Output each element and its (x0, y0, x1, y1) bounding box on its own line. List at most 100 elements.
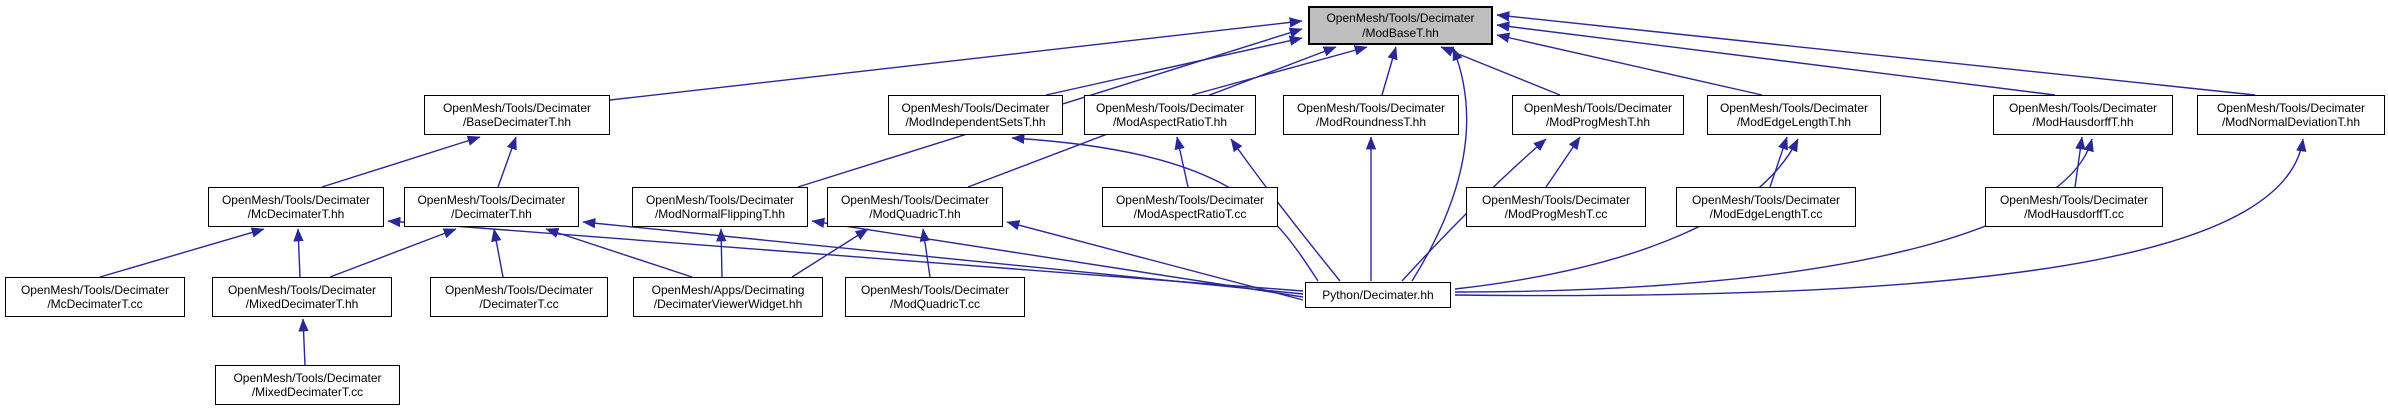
graph-node-label: OpenMesh/Tools/Decimater (1326, 11, 1475, 25)
graph-node-label: /ModHausdorffT.hh (2032, 115, 2134, 129)
graph-node-label: OpenMesh/Apps/Decimating (651, 282, 805, 297)
graph-node-mod-aspect-ratio-t-cc[interactable]: OpenMesh/Tools/Decimater/ModAspectRatioT… (1102, 187, 1278, 227)
edge-mixed-decimater-t-hh-to-decimater-t-hh (329, 228, 457, 278)
edge-mod-normal-deviation-t-hh-to-mod-base-t-hh (1496, 11, 2256, 96)
graph-node-label: OpenMesh/Tools/Decimater (901, 100, 1050, 115)
graph-node-label: /MixedDecimaterT.cc (251, 385, 364, 399)
graph-node-label: OpenMesh/Tools/Decimater (1523, 100, 1673, 115)
graph-node-label: /ModHausdorffT.cc (2024, 207, 2124, 221)
graph-node-label: OpenMesh/Tools/Decimater (417, 192, 566, 207)
edge-python-decimater-hh-to-decimater-t-hh (582, 218, 1304, 295)
graph-node-mod-quadric-t-hh[interactable]: OpenMesh/Tools/Decimater/ModQuadricT.hh (827, 187, 1003, 227)
graph-node-label: /McDecimaterT.cc (47, 297, 143, 311)
graph-node-label: /DecimaterT.hh (451, 207, 532, 221)
graph-node-label: /ModAspectRatioT.hh (1112, 115, 1228, 129)
edge-python-decimater-hh-to-mod-hausdorff-t-hh (1454, 138, 2094, 293)
graph-node-label: OpenMesh/Tools/Decimater (444, 282, 594, 297)
edge-mod-quadric-t-cc-to-mod-quadric-t-hh (919, 228, 931, 278)
edge-mixed-decimater-t-cc-to-mixed-decimater-t-hh (298, 318, 309, 366)
graph-node-mod-prog-mesh-t-hh[interactable]: OpenMesh/Tools/Decimater/ModProgMeshT.hh (1512, 95, 1684, 135)
graph-node-label: /ModNormalFlippingT.hh (654, 207, 786, 221)
graph-node-label: /ModBaseT.hh (1362, 25, 1439, 40)
edge-decimater-viewer-widget-hh-to-decimater-t-hh (545, 227, 693, 278)
graph-node-label: OpenMesh/Tools/Decimater (1095, 100, 1245, 115)
graph-node-label: OpenMesh/Tools/Decimater (1115, 192, 1265, 207)
edge-mc-decimater-t-cc-to-mc-decimater-t-hh (99, 227, 265, 278)
graph-node-mc-decimater-t-hh[interactable]: OpenMesh/Tools/Decimater/McDecimaterT.hh (208, 187, 384, 227)
graph-node-label: OpenMesh/Tools/Decimater (1296, 100, 1446, 115)
graph-node-decimater-t-hh[interactable]: OpenMesh/Tools/Decimater/DecimaterT.hh (404, 187, 579, 227)
graph-node-base-decimater-t-hh[interactable]: OpenMesh/Tools/Decimater/BaseDecimaterT.… (424, 95, 610, 135)
graph-node-label: OpenMesh/Tools/Decimater (442, 100, 592, 115)
edge-decimater-viewer-widget-hh-to-mod-normal-flipping-t-hh (716, 228, 727, 278)
graph-node-label: /ModProgMeshT.hh (1545, 115, 1651, 129)
edge-mod-edge-length-t-hh-to-mod-base-t-hh (1496, 32, 1763, 96)
graph-node-label: OpenMesh/Tools/Decimater (233, 370, 382, 385)
graph-node-label: OpenMesh/Tools/Decimater (1481, 192, 1631, 207)
edge-mod-hausdorff-t-cc-to-mod-hausdorff-t-hh (2074, 136, 2086, 188)
graph-node-mixed-decimater-t-cc[interactable]: OpenMesh/Tools/Decimater/MixedDecimaterT… (215, 365, 400, 405)
graph-node-label: OpenMesh/Tools/Decimater (2008, 100, 2158, 115)
edge-mod-aspect-ratio-t-hh-to-mod-base-t-hh (1191, 45, 1368, 96)
graph-node-label: /ModQuadricT.cc (889, 297, 981, 311)
graph-node-mod-base-t-hh[interactable]: OpenMesh/Tools/Decimater/ModBaseT.hh (1308, 6, 1493, 45)
graph-node-mod-edge-length-t-cc[interactable]: OpenMesh/Tools/Decimater/ModEdgeLengthT.… (1676, 187, 1856, 227)
graph-node-label: /ModEdgeLengthT.cc (1709, 207, 1823, 221)
graph-node-python-decimater-hh[interactable]: Python/Decimater.hh (1305, 282, 1451, 308)
edge-python-decimater-hh-to-mod-edge-length-t-hh (1454, 138, 1799, 290)
edge-mod-aspect-ratio-t-cc-to-mod-aspect-ratio-t-hh (1174, 136, 1189, 188)
graph-node-mod-aspect-ratio-t-hh[interactable]: OpenMesh/Tools/Decimater/ModAspectRatioT… (1084, 95, 1256, 135)
graph-node-label: /DecimaterT.cc (479, 297, 559, 311)
edge-mc-decimater-t-hh-to-base-decimater-t-hh (321, 135, 481, 188)
graph-node-label: /ModAspectRatioT.cc (1133, 207, 1247, 221)
edge-base-decimater-t-hh-to-mod-base-t-hh (609, 17, 1303, 101)
edge-python-decimater-hh-to-mod-quadric-t-hh (1006, 220, 1304, 301)
graph-node-label: /BaseDecimaterT.hh (462, 115, 572, 129)
graph-node-mod-quadric-t-cc[interactable]: OpenMesh/Tools/Decimater/ModQuadricT.cc (845, 277, 1025, 317)
graph-node-label: Python/Decimater.hh (1322, 287, 1434, 302)
graph-node-label: OpenMesh/Tools/Decimater (1691, 192, 1841, 207)
edge-mod-independent-sets-t-hh-to-mod-base-t-hh (1045, 35, 1303, 96)
edge-python-decimater-hh-to-mod-base-t-hh (1411, 47, 1468, 282)
graph-node-mc-decimater-t-cc[interactable]: OpenMesh/Tools/Decimater/McDecimaterT.cc (5, 277, 185, 317)
graph-node-label: OpenMesh/Tools/Decimater (840, 192, 990, 207)
graph-node-label: /ModProgMeshT.cc (1504, 207, 1608, 221)
edge-decimater-viewer-widget-hh-to-mod-quadric-t-hh (791, 228, 869, 278)
graph-node-mod-normal-flipping-t-hh[interactable]: OpenMesh/Tools/Decimater/ModNormalFlippi… (632, 187, 808, 227)
graph-node-decimater-viewer-widget-hh[interactable]: OpenMesh/Apps/Decimating/DecimaterViewer… (633, 277, 823, 317)
graph-node-mod-hausdorff-t-cc[interactable]: OpenMesh/Tools/Decimater/ModHausdorffT.c… (1985, 187, 2163, 227)
edge-mixed-decimater-t-hh-to-mc-decimater-t-hh (293, 228, 304, 278)
graph-node-label: /ModIndependentSetsT.hh (905, 115, 1046, 129)
edge-decimater-t-cc-to-decimater-t-hh (491, 228, 504, 278)
graph-node-label: /ModRoundnessT.hh (1315, 115, 1427, 129)
graph-node-label: OpenMesh/Tools/Decimater (20, 282, 170, 297)
graph-node-label: OpenMesh/Tools/Decimater (1999, 192, 2149, 207)
graph-node-label: OpenMesh/Tools/Decimater (645, 192, 795, 207)
graph-node-label: OpenMesh/Tools/Decimater (860, 282, 1010, 297)
edge-mod-prog-mesh-t-cc-to-mod-prog-mesh-t-hh (1545, 136, 1581, 188)
graph-node-mod-roundness-t-hh[interactable]: OpenMesh/Tools/Decimater/ModRoundnessT.h… (1283, 95, 1459, 135)
graph-node-label: OpenMesh/Tools/Decimater (1719, 100, 1869, 115)
edge-mod-roundness-t-hh-to-mod-base-t-hh (1381, 46, 1398, 96)
graph-node-label: OpenMesh/Tools/Decimater (221, 192, 371, 207)
graph-node-label: /ModEdgeLengthT.hh (1736, 115, 1852, 129)
graph-node-mixed-decimater-t-hh[interactable]: OpenMesh/Tools/Decimater/MixedDecimaterT… (212, 277, 392, 317)
edge-mod-prog-mesh-t-hh-to-mod-base-t-hh (1440, 46, 1561, 96)
graph-node-mod-prog-mesh-t-cc[interactable]: OpenMesh/Tools/Decimater/ModProgMeshT.cc (1466, 187, 1646, 227)
graph-node-label: /ModNormalDeviationT.hh (2221, 115, 2361, 129)
graph-node-mod-normal-deviation-t-hh[interactable]: OpenMesh/Tools/Decimater/ModNormalDeviat… (2197, 95, 2385, 135)
graph-node-label: /McDecimaterT.hh (247, 207, 345, 221)
graph-node-label: /DecimaterViewerWidget.hh (653, 297, 803, 311)
graph-node-mod-hausdorff-t-hh[interactable]: OpenMesh/Tools/Decimater/ModHausdorffT.h… (1993, 95, 2173, 135)
edge-mod-edge-length-t-cc-to-mod-edge-length-t-hh (1769, 136, 1788, 188)
graph-node-decimater-t-cc[interactable]: OpenMesh/Tools/Decimater/DecimaterT.cc (430, 277, 608, 317)
graph-node-mod-edge-length-t-hh[interactable]: OpenMesh/Tools/Decimater/ModEdgeLengthT.… (1707, 95, 1881, 135)
edge-python-decimater-hh-to-mod-normal-flipping-t-hh (811, 217, 1304, 298)
graph-node-label: /ModQuadricT.hh (869, 207, 961, 221)
graph-node-label: OpenMesh/Tools/Decimater (227, 282, 377, 297)
edge-decimater-t-hh-to-base-decimater-t-hh (497, 136, 517, 188)
graph-node-mod-independent-sets-t-hh[interactable]: OpenMesh/Tools/Decimater/ModIndependentS… (888, 95, 1063, 135)
graph-node-label: /MixedDecimaterT.hh (245, 297, 359, 311)
edge-python-decimater-hh-to-mod-normal-deviation-t-hh (1454, 138, 2307, 297)
